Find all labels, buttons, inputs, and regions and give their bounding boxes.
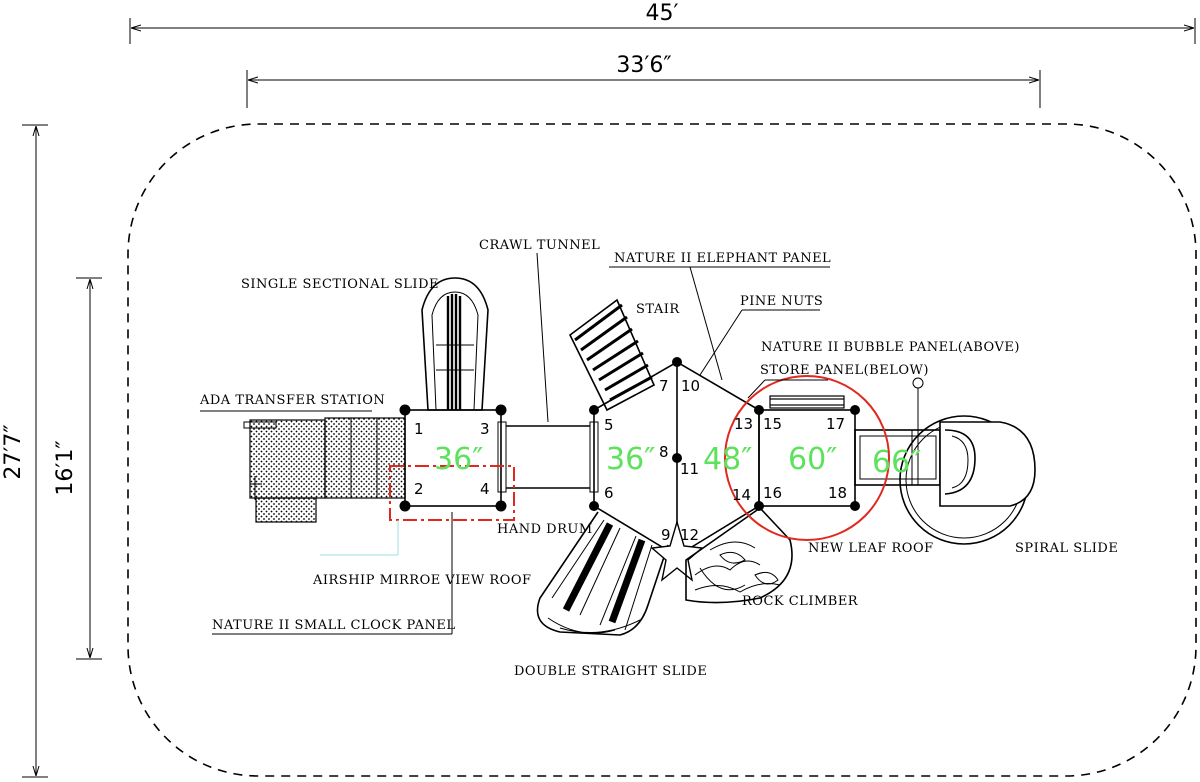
ada-transfer-station: [243, 417, 406, 523]
rock-climber: [685, 506, 793, 604]
overall-width-label: 45′: [646, 1, 679, 26]
rock-climber-label: ROCK CLIMBER: [742, 594, 859, 609]
hand-drum-star: [650, 519, 704, 582]
post-numbers: 1 2 3 4 5 6 7 8 9 10 11 12 13 14 15 16 1…: [414, 377, 847, 544]
post-number: 8: [659, 443, 669, 461]
post-number: 15: [763, 415, 782, 433]
deck-b-height: 36″: [606, 442, 655, 477]
airship-roof-label: AIRSHIP MIRROE VIEW ROOF: [312, 573, 532, 588]
inner-width-label: 33′6″: [616, 53, 671, 78]
deck-e-height: 66″: [872, 445, 921, 480]
post-number: 14: [732, 486, 751, 504]
bubble-panel-highlight: [724, 375, 890, 541]
post-number: 10: [681, 377, 700, 395]
overall-depth-label: 27′7″: [1, 424, 26, 479]
post-number: 11: [680, 460, 699, 478]
spiral-slide-label: SPIRAL SLIDE: [1015, 541, 1118, 556]
new-leaf-roof-label: NEW LEAF ROOF: [808, 541, 934, 556]
post-number: 2: [414, 480, 424, 498]
clock-panel-label: NATURE II SMALL CLOCK PANEL: [212, 618, 455, 633]
dimension-overall-depth: 27′7″: [1, 124, 48, 778]
store-panel-label: STORE PANEL(BELOW): [760, 363, 929, 378]
deck-c-height: 48″: [703, 442, 752, 477]
post-number: 5: [604, 416, 614, 434]
dimension-inner-width: 33′6″: [246, 53, 1041, 108]
deck-heights: 36″ 36″ 48″ 60″ 66″: [434, 442, 921, 480]
post-number: 3: [480, 420, 490, 438]
clock-panel-highlight: [389, 465, 515, 521]
single-slide-label: SINGLE SECTIONAL SLIDE: [241, 277, 439, 292]
bubble-panel-label: NATURE II BUBBLE PANEL(ABOVE): [761, 340, 1020, 355]
dimension-inner-depth: 16′1″: [53, 277, 102, 660]
leader-lines: [200, 252, 830, 635]
deck-a: [399, 404, 507, 512]
crawl-tunnel-label: CRAWL TUNNEL: [479, 238, 600, 253]
post-number: 18: [828, 484, 847, 502]
crawl-tunnel: [497, 421, 599, 493]
safety-zone-outline: [127, 123, 1197, 777]
spiral-slide: [899, 377, 1036, 545]
post-number: 9: [661, 526, 671, 544]
deck-a-height: 36″: [434, 442, 483, 477]
elephant-panel-label: NATURE II ELEPHANT PANEL: [614, 251, 831, 266]
pine-nuts-label: PINE NUTS: [740, 294, 823, 309]
post-number: 17: [826, 415, 845, 433]
deck-d-height: 60″: [788, 442, 837, 477]
ada-station-label: ADA TRANSFER STATION: [199, 393, 385, 408]
double-straight-slide: [536, 511, 669, 636]
post-number: 16: [763, 484, 782, 502]
post-number: 7: [659, 377, 669, 395]
single-sectional-slide: [421, 277, 489, 411]
stair-label: STAIR: [636, 302, 680, 317]
hand-drum-label: HAND DRUM: [497, 522, 593, 537]
post-number: 1: [414, 420, 424, 438]
post-number: 4: [480, 480, 490, 498]
dimension-overall-width: 45′: [129, 1, 1196, 44]
component-labels: CRAWL TUNNEL NATURE II ELEPHANT PANEL SI…: [199, 238, 1118, 679]
inner-depth-label: 16′1″: [53, 440, 78, 495]
post-number: 12: [680, 526, 699, 544]
stair: [568, 298, 656, 412]
post-number: 13: [734, 415, 753, 433]
double-slide-label: DOUBLE STRAIGHT SLIDE: [514, 664, 707, 679]
post-number: 6: [604, 484, 614, 502]
